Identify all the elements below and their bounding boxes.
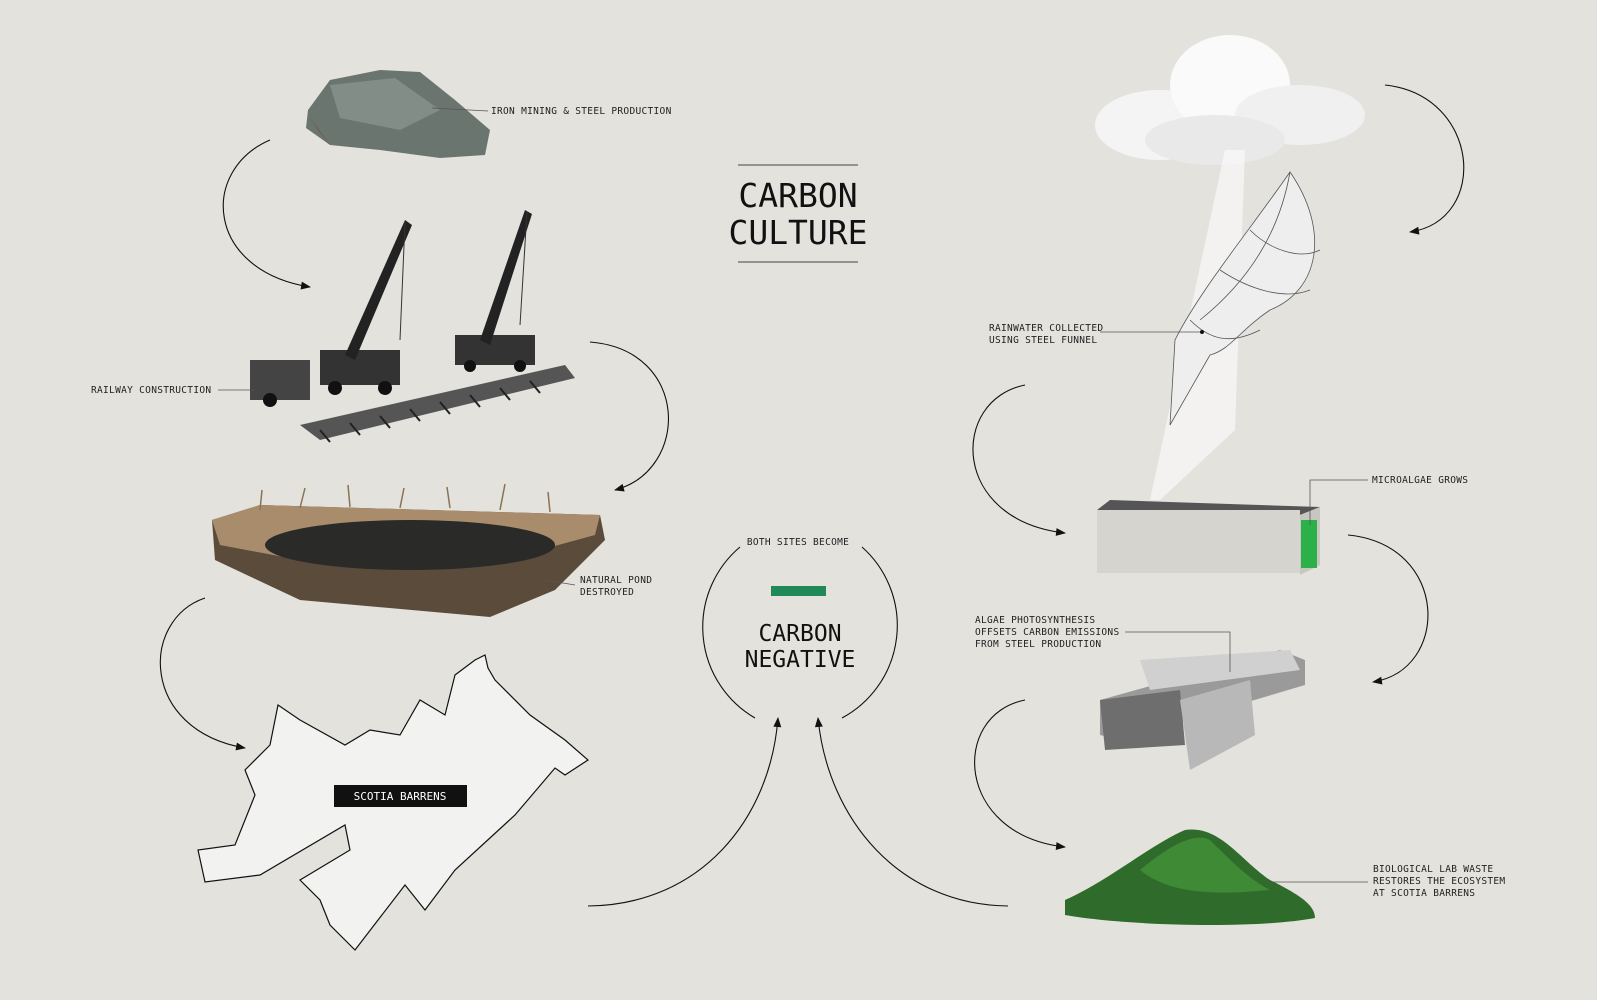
leader-dot bbox=[1200, 330, 1204, 334]
map-tag-label: SCOTIA BARRENS bbox=[354, 790, 447, 803]
label-pond-line-1: NATURAL POND bbox=[580, 575, 652, 586]
center-top-label: BOTH SITES BECOME bbox=[747, 537, 849, 548]
center-line-2: NEGATIVE bbox=[745, 647, 856, 673]
leader-line bbox=[544, 579, 576, 586]
map-tag-box bbox=[334, 785, 467, 807]
label-photo-line-2: OFFSETS CARBON EMISSIONS bbox=[975, 627, 1119, 638]
steel-beams-image bbox=[1100, 650, 1305, 770]
label-pond-line-2: DESTROYED bbox=[580, 587, 634, 598]
label-rain-line-1: RAINWATER COLLECTED bbox=[989, 323, 1103, 334]
title-line-1: CARBON bbox=[738, 176, 857, 215]
iron-ore-rock-image bbox=[306, 70, 490, 158]
leader-line bbox=[431, 107, 489, 112]
center-arc-left bbox=[702, 546, 756, 719]
arrow-funnel-to-block bbox=[972, 384, 1066, 536]
arrow-cloud-to-block bbox=[1384, 84, 1465, 235]
railway-construction-image bbox=[250, 210, 575, 443]
center-arc-right bbox=[841, 546, 898, 719]
label-photo-line-3: FROM STEEL PRODUCTION bbox=[975, 639, 1101, 650]
label-waste-line-1: BIOLOGICAL LAB WASTE bbox=[1373, 864, 1493, 875]
arrow-beams-to-pile bbox=[974, 699, 1066, 850]
natural-pond-image bbox=[212, 483, 605, 617]
label-microalgae: MICROALGAE GROWS bbox=[1372, 475, 1468, 486]
microalgae-tank-image bbox=[1097, 500, 1320, 575]
label-iron-mining: IRON MINING & STEEL PRODUCTION bbox=[491, 106, 672, 117]
label-rain-line-2: USING STEEL FUNNEL bbox=[989, 335, 1097, 346]
arrow-map-to-center bbox=[587, 717, 782, 907]
leader-line bbox=[1309, 479, 1368, 525]
arrow-pond-to-map bbox=[160, 597, 246, 751]
label-waste-line-2: RESTORES THE ECOSYSTEM bbox=[1373, 876, 1505, 887]
arrow-railway-to-pond bbox=[589, 341, 669, 492]
title-line-2: CULTURE bbox=[728, 213, 867, 252]
accent-bar bbox=[771, 586, 826, 596]
arrow-rock-to-railway bbox=[222, 139, 311, 290]
label-photo-line-1: ALGAE PHOTOSYNTHESIS bbox=[975, 615, 1095, 626]
leader-line bbox=[1125, 631, 1231, 672]
algae-waste-pile-image bbox=[1065, 829, 1315, 926]
label-railway-construction: RAILWAY CONSTRUCTION bbox=[91, 385, 211, 396]
steel-funnel-image bbox=[1169, 171, 1321, 426]
center-line-1: CARBON bbox=[758, 621, 841, 647]
label-waste-line-3: AT SCOTIA BARRENS bbox=[1373, 888, 1475, 899]
arrow-block-to-beams bbox=[1347, 534, 1429, 685]
arrow-pile-to-center bbox=[814, 717, 1009, 907]
